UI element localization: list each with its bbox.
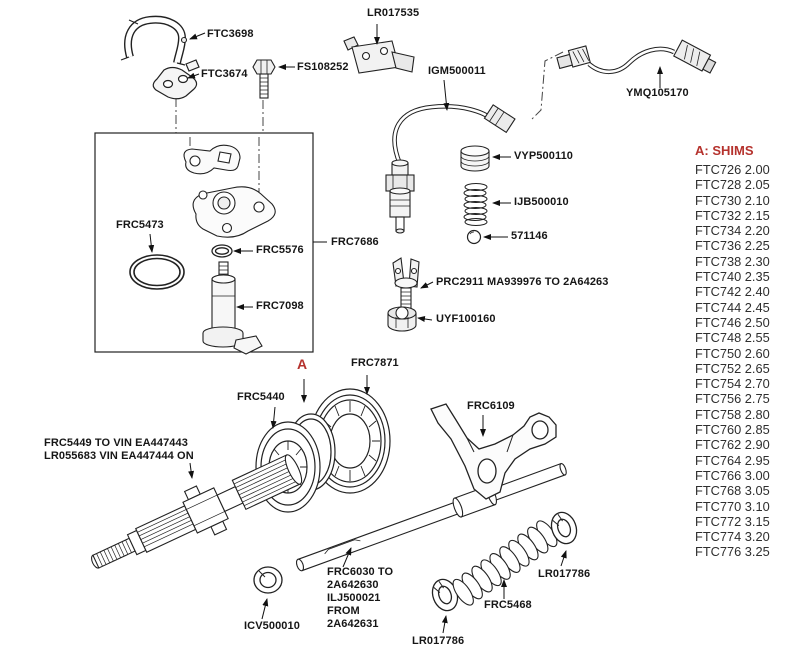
label-icv500010: ICV500010 [244, 620, 300, 632]
label-igm500011: IGM500011 [428, 65, 486, 77]
label-frc5440: FRC5440 [237, 391, 285, 403]
shim-row: FTC736 2.25 [695, 238, 770, 254]
label-vyp500110: VYP500110 [514, 150, 574, 162]
mainshaft-art [91, 454, 303, 569]
shim-row: FTC760 2.85 [695, 422, 770, 438]
label-frc5576: FRC5576 [256, 244, 304, 256]
label-571146: 571146 [511, 230, 548, 242]
shim-row: FTC740 2.35 [695, 269, 770, 285]
shim-row: FTC764 2.95 [695, 452, 770, 468]
label-lr017535: LR017535 [367, 7, 420, 19]
switch-igm500011-art [385, 104, 516, 234]
shims-title: A: SHIMS [695, 143, 754, 158]
datum-lines [175, 51, 564, 200]
cover-frc7686-art [192, 186, 276, 238]
shim-row: FTC742 2.40 [695, 284, 770, 300]
shim-row: FTC768 3.05 [695, 483, 770, 499]
clamp-ftc3674-art [152, 59, 200, 100]
label-frc7098: FRC7098 [256, 300, 304, 312]
shim-row: FTC738 2.30 [695, 253, 770, 269]
ball-571146-art [466, 229, 482, 245]
label-ijb500010: IJB500010 [514, 196, 569, 208]
label-fs108252: FS108252 [297, 61, 349, 73]
label-shim-a: A [297, 356, 308, 372]
shim-row: FTC726 2.00 [695, 162, 770, 177]
shim-row: FTC758 2.80 [695, 406, 770, 422]
label-ftc3698: FTC3698 [207, 28, 254, 40]
plunger-frc7098-art [202, 261, 263, 355]
lever-arm-art [183, 144, 241, 175]
leader-lines [148, 24, 663, 634]
shim-row: FTC748 2.55 [695, 330, 770, 346]
harness-ymq105170-art [556, 39, 717, 75]
shim-row: FTC734 2.20 [695, 223, 770, 239]
bolt-fs108252-art [252, 59, 276, 99]
shim-row: FTC746 2.50 [695, 314, 770, 330]
shim-row: FTC766 3.00 [695, 467, 770, 483]
shim-row: FTC730 2.10 [695, 192, 770, 208]
label-ymq105170: YMQ105170 [626, 87, 689, 99]
shim-row: FTC728 2.05 [695, 177, 770, 193]
label-frc5449-note: FRC5449 TO VIN EA447443 LR055683 VIN EA4… [44, 437, 194, 462]
bracket-lr017535-art [343, 36, 415, 74]
o-ring-frc5473-art [129, 254, 185, 290]
spring-frc5468-art [452, 520, 558, 606]
seal-icv500010-art [253, 566, 283, 594]
shim-row: FTC750 2.60 [695, 345, 770, 361]
label-ftc3674: FTC3674 [201, 68, 248, 80]
label-uyf100160: UYF100160 [436, 313, 496, 325]
selector-fork-frc6109-art [430, 403, 557, 500]
shim-row: FTC770 3.10 [695, 498, 770, 514]
shim-row: FTC752 2.65 [695, 360, 770, 376]
shim-row: FTC772 3.15 [695, 513, 770, 529]
shim-row: FTC762 2.90 [695, 437, 770, 453]
label-frc6109: FRC6109 [467, 400, 515, 412]
label-lr017786-right: LR017786 [538, 568, 591, 580]
stud-prc2911-art [392, 257, 420, 313]
label-frc5473: FRC5473 [116, 219, 164, 231]
label-frc7871: FRC7871 [351, 357, 399, 369]
shim-row: FTC744 2.45 [695, 299, 770, 315]
shim-row: FTC754 2.70 [695, 376, 770, 392]
plug-vyp500110-art [460, 145, 490, 172]
clip-lr017786-right-art [550, 511, 578, 545]
label-prc2911: PRC2911 MA939976 TO 2A64263 [436, 276, 609, 288]
shim-row: FTC776 3.25 [695, 544, 770, 560]
label-lr017786-lower: LR017786 [412, 635, 465, 647]
shim-row: FTC732 2.15 [695, 207, 770, 223]
spring-ijb500010-art [463, 183, 488, 226]
shim-row: FTC756 2.75 [695, 391, 770, 407]
o-ring-frc5576-art [211, 244, 233, 258]
nut-uyf100160-art [387, 306, 417, 332]
handle-bracket-ftc3698-art [120, 15, 188, 66]
label-frc5468: FRC5468 [484, 599, 532, 611]
shim-row: FTC774 3.20 [695, 529, 770, 545]
label-frc6030-note: FRC6030 TO 2A642630 ILJ500021 FROM 2A642… [327, 566, 394, 630]
label-frc7686: FRC7686 [331, 236, 379, 248]
